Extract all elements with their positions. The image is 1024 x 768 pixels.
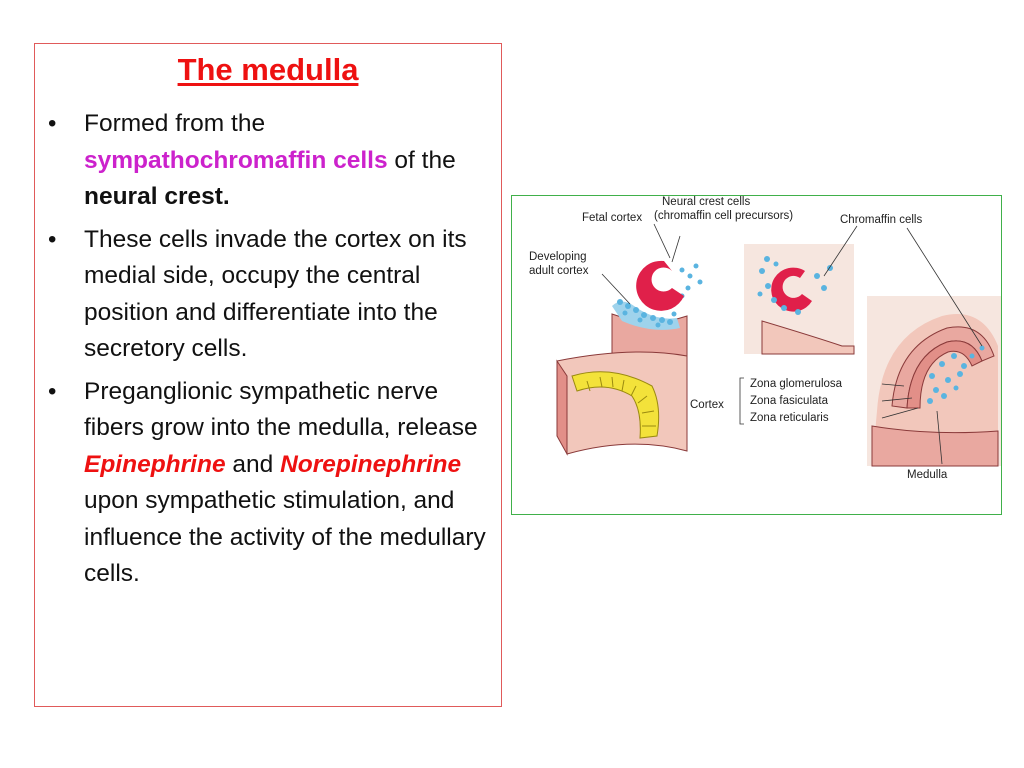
label-adult-cortex: adult cortex	[529, 265, 589, 277]
label-medulla: Medulla	[907, 469, 948, 481]
highlight-epinephrine: Epinephrine	[84, 450, 226, 478]
bullet-3-text-2: and	[225, 450, 281, 478]
left-fetal-cortex	[636, 260, 684, 311]
middle-fetal-cortex	[771, 267, 812, 312]
slide-title: The medulla	[177, 52, 359, 87]
label-chromaffin-cells: Chromaffin cells	[840, 214, 923, 226]
bullet-3-text-3: upon sympathetic stimulation, and influe…	[84, 487, 486, 587]
label-zona-reticularis: Zona reticularis	[750, 412, 829, 424]
bullet-dot-icon: •	[48, 377, 57, 405]
bullet-3-text: Preganglionic sympathetic nerve fibers g…	[84, 377, 478, 442]
text-panel: The medulla • Formed from the sympathoch…	[34, 43, 502, 707]
middle-cells	[757, 256, 833, 315]
right-medulla-cells	[927, 345, 985, 404]
leader-lines	[601, 223, 983, 465]
right-zona-inner	[906, 340, 983, 409]
label-developing: Developing	[529, 251, 587, 263]
yellow-cortex	[571, 371, 660, 439]
adrenal-development-figure: Fetal cortex Neural crest cells (chromaf…	[511, 195, 1002, 515]
figure-illustration	[556, 223, 1001, 467]
bullet-item-3: • Preganglionic sympathetic nerve fibers…	[35, 374, 503, 593]
bullet-list: • Formed from the sympathochromaffin cel…	[35, 106, 503, 599]
yellow-stripes	[586, 376, 656, 427]
middle-slab	[761, 320, 855, 355]
highlight-sympathochromaffin: sympathochromaffin cells	[84, 146, 388, 174]
left-base-side	[556, 359, 568, 456]
left-cells	[617, 263, 703, 328]
bullet-dot-icon: •	[48, 110, 57, 137]
left-base	[556, 351, 688, 455]
label-cortex: Cortex	[690, 399, 724, 411]
bullet-item-2: • These cells invade the cortex on its m…	[35, 222, 503, 368]
bullet-item-1: • Formed from the sympathochromaffin cel…	[35, 106, 503, 216]
right-base	[871, 425, 999, 467]
bullet-dot-icon: •	[48, 225, 57, 253]
highlight-neural-crest: neural crest.	[84, 183, 230, 210]
label-zona-glomerulosa: Zona glomerulosa	[750, 378, 843, 390]
label-neural-crest: Neural crest cells	[662, 196, 751, 208]
bullet-2-text: These cells invade the cortex on its med…	[84, 225, 467, 363]
label-fetal-cortex: Fetal cortex	[582, 212, 643, 224]
label-neural-crest-sub: (chromaffin cell precursors)	[654, 210, 794, 222]
bullet-1-text-2: of the	[387, 146, 456, 174]
label-zona-fasiculata: Zona fasiculata	[750, 395, 828, 407]
bullet-1-text: Formed from the	[84, 110, 266, 137]
highlight-norepinephrine: Norepinephrine	[280, 450, 462, 478]
